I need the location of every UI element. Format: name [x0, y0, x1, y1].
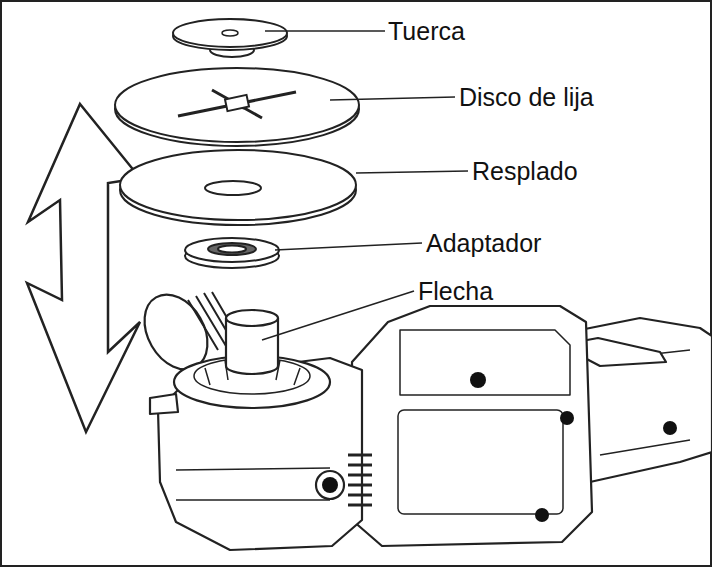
housing-panel [398, 410, 563, 514]
adapter-hole [218, 246, 246, 253]
grinder-tool [132, 283, 712, 550]
housing-lines [176, 468, 330, 500]
screw-ring [316, 471, 344, 499]
side-tab [150, 394, 178, 414]
part-label: Adaptador [426, 228, 541, 258]
disc-center [225, 95, 249, 111]
nut-hole [222, 30, 238, 36]
part-label: Tuerca [388, 16, 465, 46]
sanding-disc-part [115, 68, 359, 146]
motion-arrow [27, 104, 140, 432]
leader-line [330, 97, 455, 100]
disc-face [115, 68, 359, 142]
part-label: Disco de lija [459, 82, 594, 112]
part-label: Flecha [418, 276, 493, 306]
leader-line [356, 171, 468, 173]
disc-cross-slot [178, 90, 296, 118]
pad-face [120, 150, 356, 220]
adapter-part [185, 238, 279, 268]
pad-hole [205, 181, 261, 195]
backing-pad-part [120, 150, 356, 225]
leader-line [262, 291, 414, 340]
part-label: Resplado [472, 156, 578, 186]
nut-part [173, 19, 287, 57]
adapter-face [185, 238, 279, 262]
spindle-top [226, 310, 278, 326]
vent-slots [348, 455, 372, 505]
nut-face [173, 19, 287, 47]
screw-dot [322, 477, 338, 493]
motor-housing [352, 306, 592, 546]
screw-dots [470, 372, 677, 522]
housing-panel [400, 330, 570, 395]
adapter-ring [208, 243, 256, 255]
leader-line [275, 243, 422, 250]
leader-line [265, 30, 385, 32]
